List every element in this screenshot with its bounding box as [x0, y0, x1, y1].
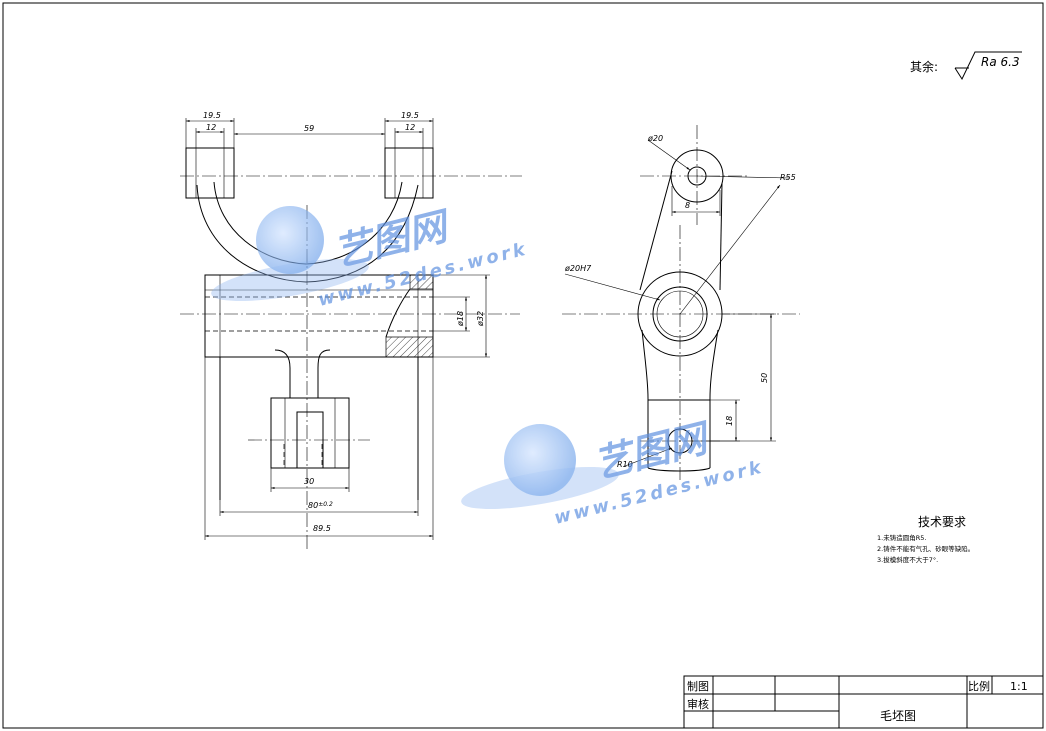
- dim-r10: R10: [617, 460, 633, 469]
- dim-slot: 30: [304, 477, 314, 486]
- tech-req-title: 技术要求: [918, 515, 966, 529]
- roughness-symbol: [954, 51, 1022, 81]
- watermark-globe-1: [256, 206, 324, 274]
- dim-left-sub: 12: [206, 123, 216, 132]
- lower-boss: [270, 397, 350, 469]
- dim-main-hole: ø20H7: [564, 264, 592, 273]
- right-ear: [384, 147, 434, 199]
- dim-height-50: 50: [760, 373, 769, 383]
- left-ear: [185, 147, 235, 199]
- tech-req-item-2: 2.铸件不能有气孔、砂眼等缺陷。: [877, 544, 974, 553]
- dim-width-8: 8: [685, 201, 690, 210]
- watermark-globe-2: [504, 424, 576, 496]
- front-view: 19.5 12 19.5 12 59 ø18 ø32 30 80±0.2: [180, 111, 522, 552]
- scale-label: 比例: [968, 679, 990, 693]
- checked-label: 审核: [687, 697, 709, 711]
- dim-base: 80±0.2: [308, 501, 333, 510]
- title-block: 制图 审核 比例 1:1 毛坯图: [683, 675, 1044, 729]
- dim-center: 59: [304, 124, 314, 133]
- dim-r55: R55: [780, 173, 796, 182]
- scale-value: 1:1: [1010, 680, 1028, 693]
- hatch-bottom: [385, 336, 434, 358]
- fork-arc: [196, 184, 419, 283]
- dim-height-18: 18: [725, 416, 734, 426]
- roughness-note: 其余: Ra 6.3: [910, 51, 1022, 81]
- watermark-1: 艺图网 www.52des.work: [211, 203, 530, 311]
- side-view: ø20 R55 8 ø20H7 50 18 R10: [562, 125, 800, 480]
- part-name: 毛坯图: [880, 709, 916, 723]
- dim-top-hole: ø20: [647, 134, 663, 143]
- hatch-top: [409, 274, 434, 290]
- dim-right-sub: 12: [405, 123, 415, 132]
- dim-outer: ø32: [476, 311, 485, 327]
- watermark-swoosh-1: [211, 258, 369, 302]
- roughness-label: 其余:: [910, 59, 938, 74]
- watermark-2: 艺图网 www.52des.work: [461, 415, 766, 529]
- tech-req-item-1: 1.未铸造圆角R5.: [877, 533, 926, 542]
- tech-requirements: 技术要求 1.未铸造圆角R5. 2.铸件不能有气孔、砂眼等缺陷。 3.拔模斜度不…: [877, 515, 974, 564]
- dim-overall: 89.5: [313, 524, 331, 533]
- dim-left-top: 19.5: [203, 111, 221, 120]
- dim-right-top: 19.5: [401, 111, 419, 120]
- drawn-label: 制图: [687, 680, 709, 693]
- roughness-value: Ra 6.3: [981, 55, 1020, 69]
- tech-req-item-3: 3.拔模斜度不大于7°.: [877, 555, 938, 564]
- dim-bore: ø18: [456, 311, 465, 327]
